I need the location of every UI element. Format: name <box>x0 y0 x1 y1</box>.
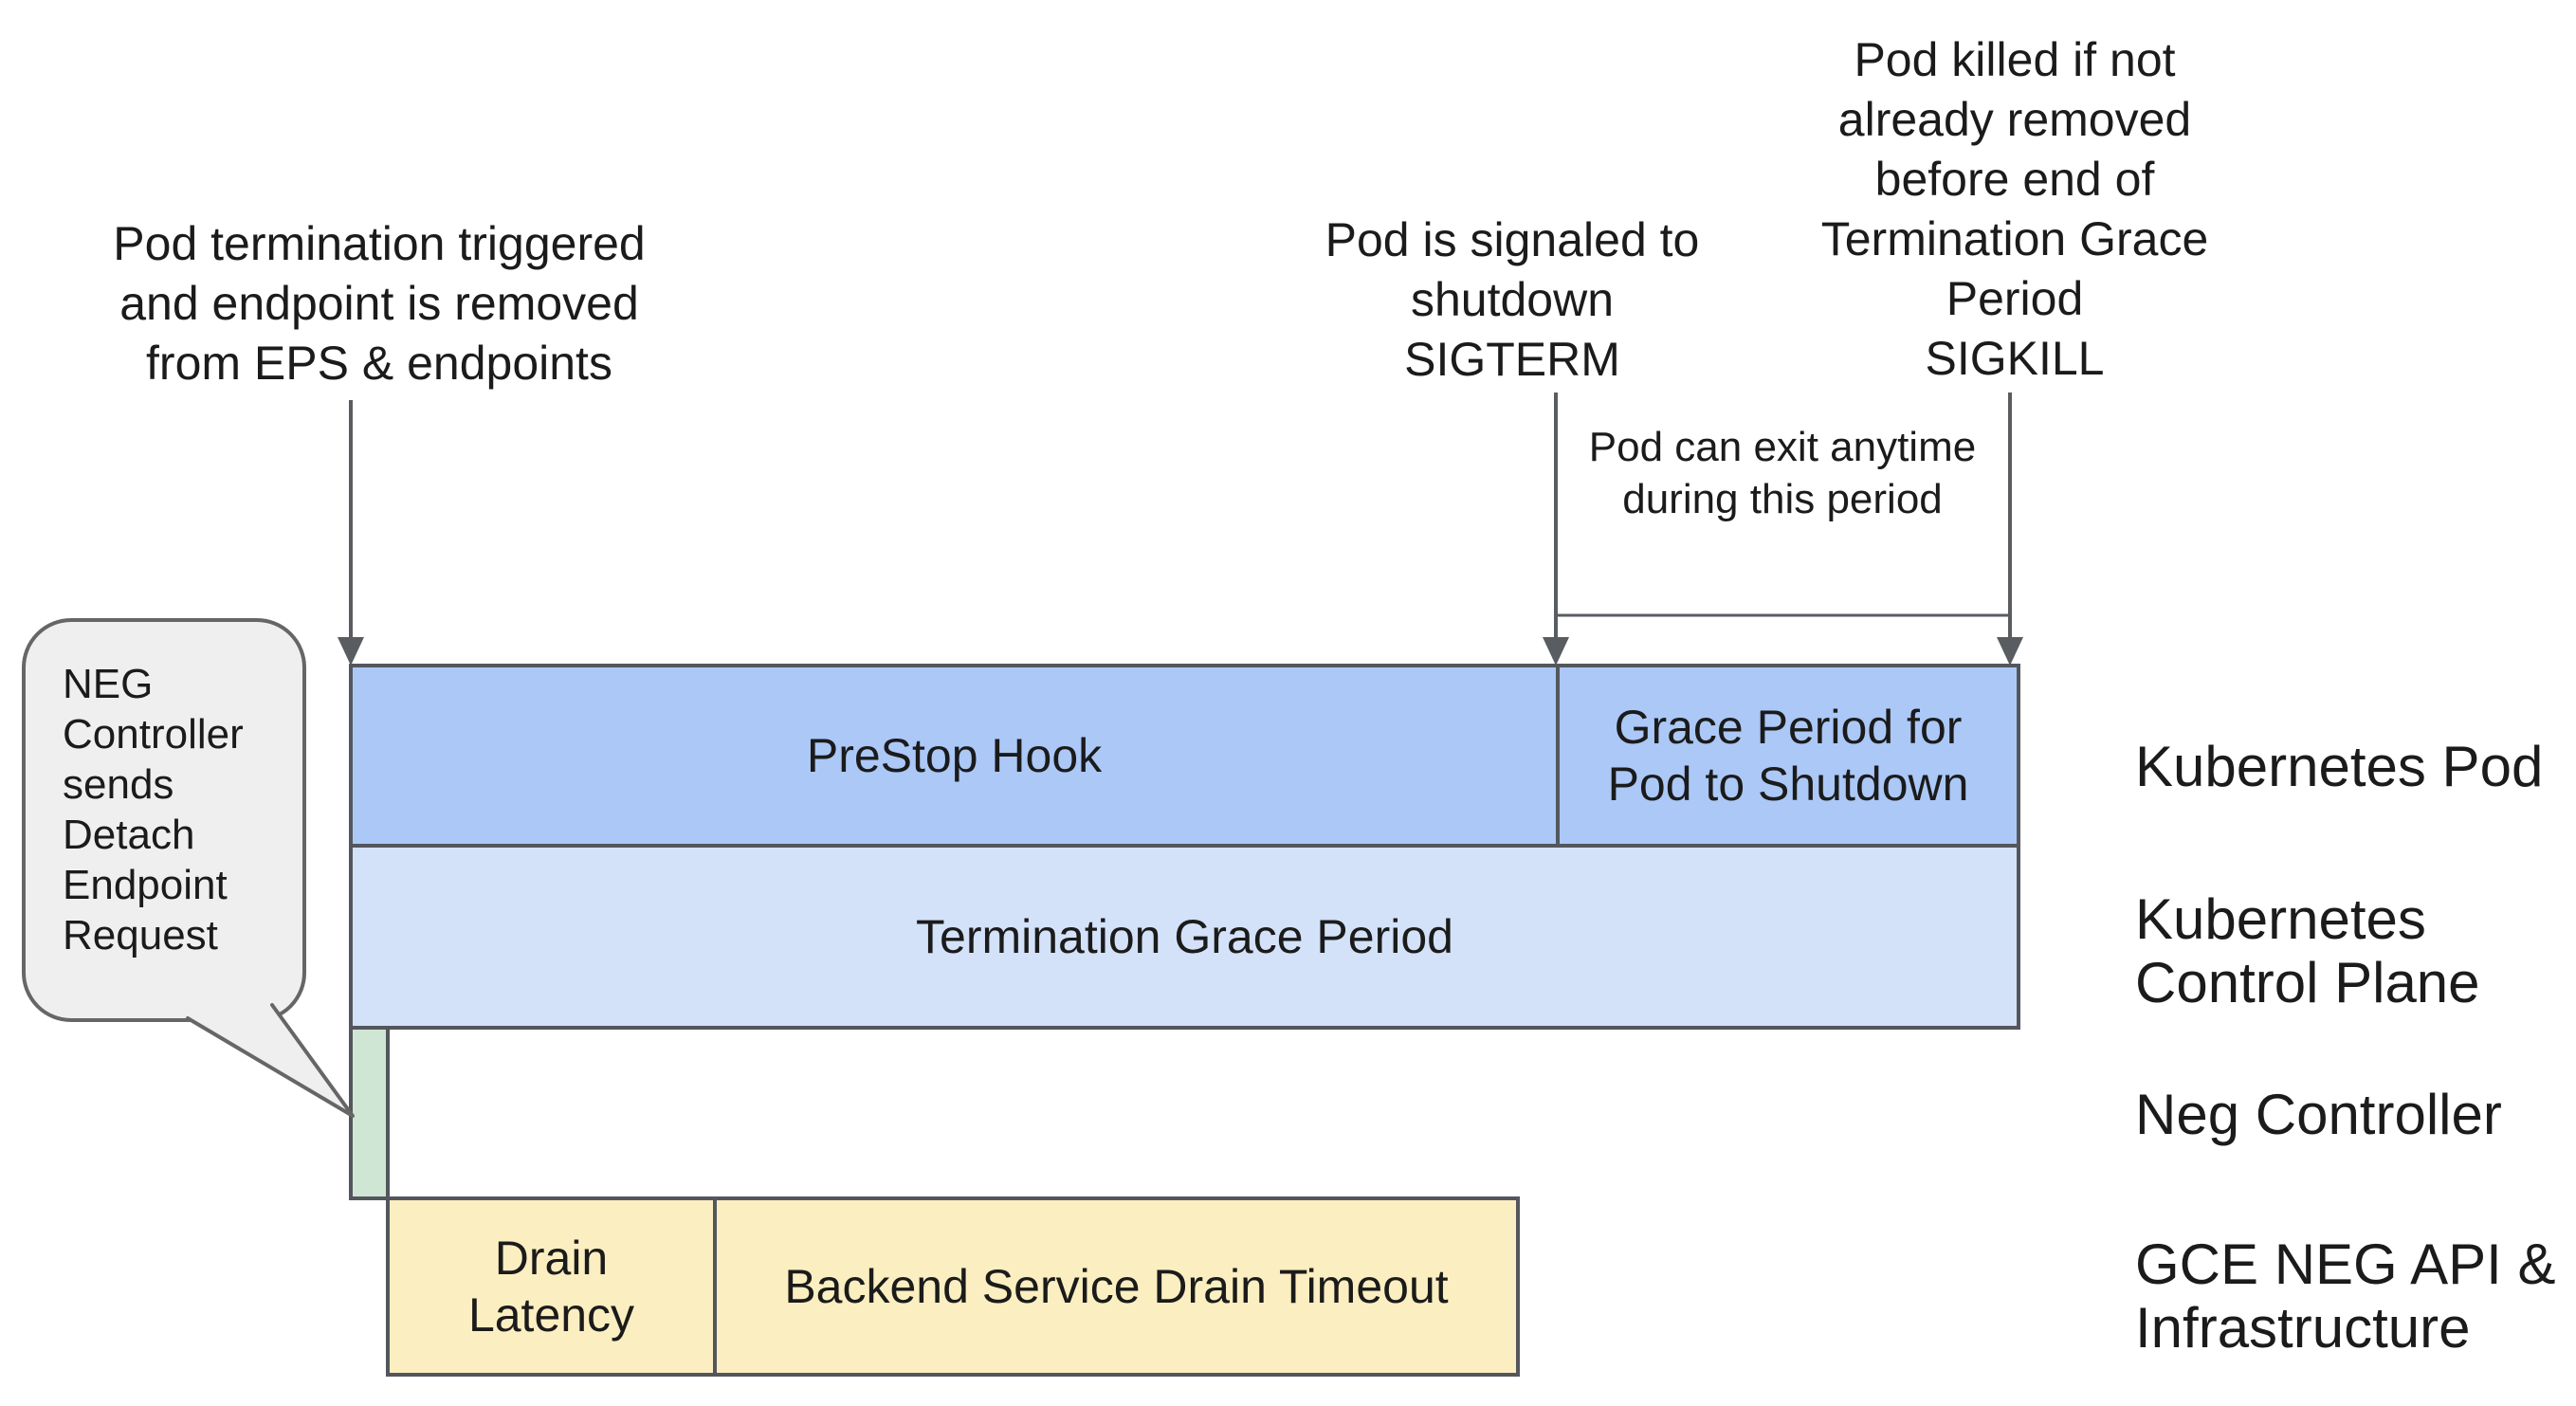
termination-grace-period-row: Termination Grace Period <box>349 844 2020 1030</box>
lane-label-neg-controller: Neg Controller <box>2135 1083 2502 1146</box>
pod-termination-arrow-head <box>338 637 364 666</box>
lane-label-kubernetes-pod: Kubernetes Pod <box>2135 735 2544 798</box>
grace-period-pod-shutdown-bar: Grace Period for Pod to Shutdown <box>1556 667 2017 844</box>
annotation-pod-can-exit: Pod can exit anytime during this period <box>1588 424 1977 522</box>
prestop-hook-bar: PreStop Hook <box>806 729 1103 782</box>
termination-grace-period-bar: Termination Grace Period <box>916 910 1453 963</box>
lane-label-gce-neg-api: GCE NEG API & Infrastructure <box>2135 1233 2556 1360</box>
sigterm-arrow-head <box>1543 637 1569 666</box>
annotation-pod-termination-triggered: Pod termination triggered and endpoint i… <box>113 217 646 390</box>
annotation-sigterm: Pod is signaled to shutdown SIGTERM <box>1325 213 1700 386</box>
neg-controller-callout-text: NEG Controller sends Detach Endpoint Req… <box>63 661 244 959</box>
neg-controller-bar <box>349 1026 390 1200</box>
neg-controller-callout-bubble <box>22 618 306 1022</box>
lane-label-kubernetes-control-plane: Kubernetes Control Plane <box>2135 887 2480 1014</box>
kubernetes-pod-row: PreStop Hook Grace Period for Pod to Shu… <box>349 664 2020 848</box>
drain-latency-bar: Drain Latency <box>467 1232 635 1342</box>
gce-drain-row: Drain Latency Backend Service Drain Time… <box>386 1196 1520 1377</box>
backend-service-drain-timeout-bar: Backend Service Drain Timeout <box>713 1200 1516 1373</box>
annotation-sigkill: Pod killed if not already removed before… <box>1820 33 2209 385</box>
sigkill-arrow-head <box>1997 637 2023 666</box>
